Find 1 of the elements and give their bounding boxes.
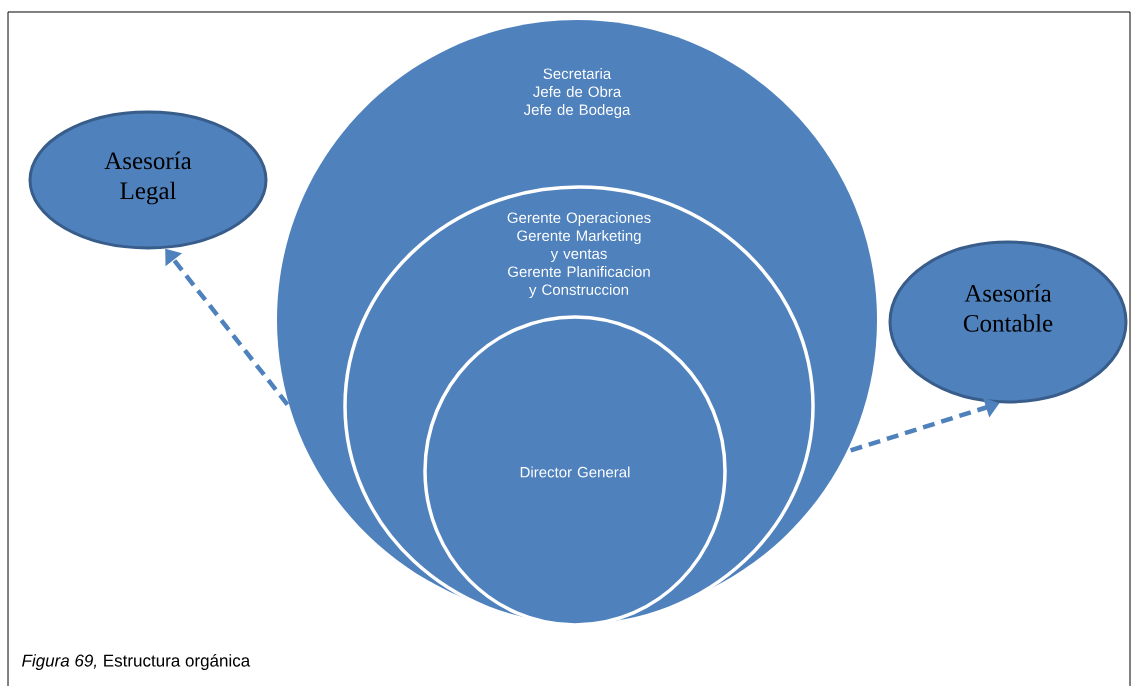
caption: Figura 69, Estructura orgánica (22, 653, 251, 670)
